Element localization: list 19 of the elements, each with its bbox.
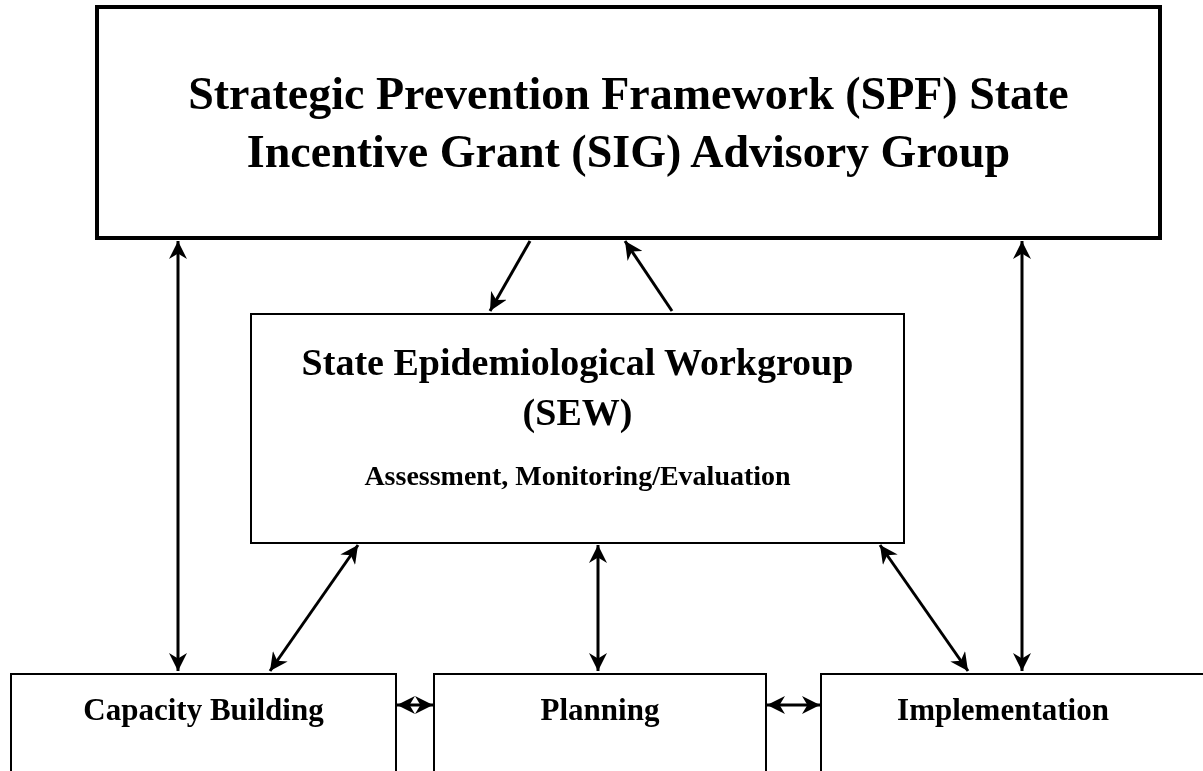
arrow (589, 545, 607, 671)
box-title: Implementation (897, 691, 1109, 729)
box-title: State Epidemiological Workgroup (SEW) (300, 340, 855, 435)
arrow (878, 544, 970, 672)
process-box (10, 673, 397, 771)
box-title: Planning (540, 691, 660, 729)
arrow (169, 241, 187, 671)
process-box (95, 5, 1162, 240)
box-subtitle: Assessment, Monitoring/Evaluation (364, 459, 791, 493)
box-title: Capacity Building (83, 691, 324, 729)
process-box (433, 673, 767, 771)
arrow (268, 544, 360, 672)
arrow (1013, 241, 1031, 671)
arrow (397, 696, 433, 714)
arrow (488, 240, 532, 312)
process-box (250, 313, 905, 544)
arrow (767, 696, 820, 714)
arrow (623, 240, 674, 312)
box-title: Strategic Prevention Framework (SPF) State Incentive Grant (SIG) Advisory Group (187, 66, 1070, 179)
